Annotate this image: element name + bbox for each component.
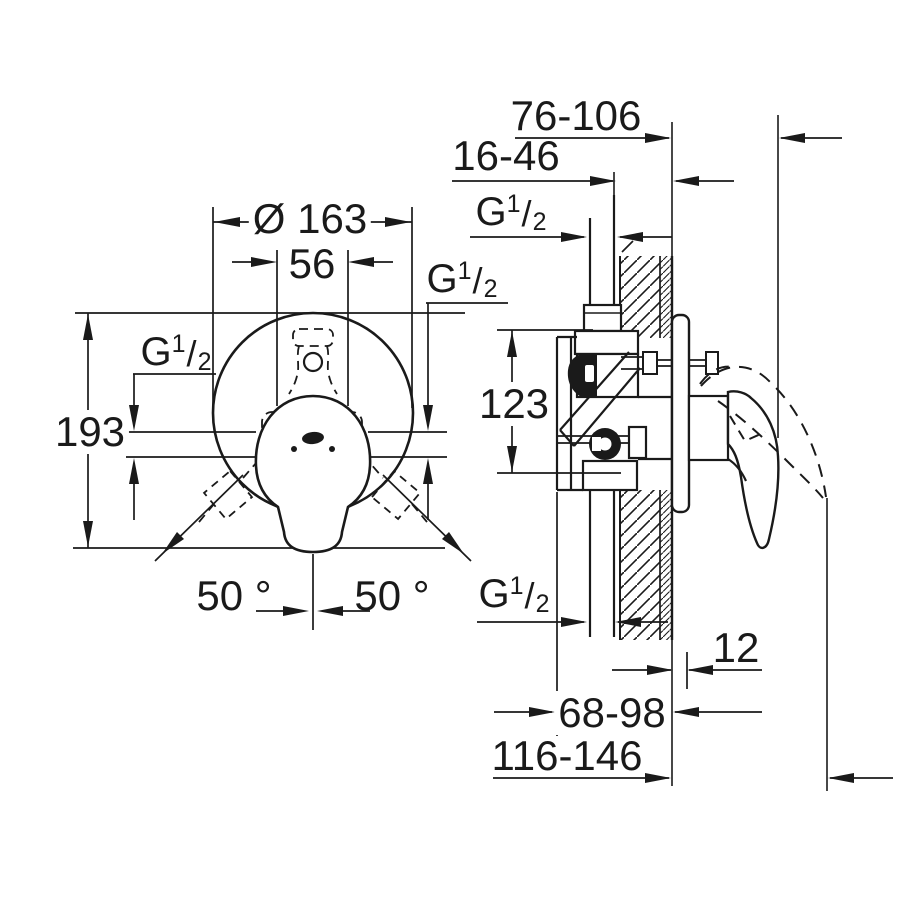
label-diameter: Ø 163 xyxy=(248,197,372,241)
label-angle-right: 50 ° xyxy=(354,572,430,619)
union-nut-section xyxy=(567,354,597,397)
fixing-screw-side xyxy=(621,351,719,375)
lever-handle-side xyxy=(726,390,780,550)
label-cartridge-width: 56 xyxy=(288,240,336,287)
valve-body xyxy=(555,303,689,492)
label-thread-left: G1/2 xyxy=(140,330,212,376)
side-view xyxy=(452,115,893,791)
angled-port-left xyxy=(202,469,254,521)
lever-handle-front xyxy=(254,394,372,554)
label-wall-plate-offset: 12 xyxy=(712,624,760,671)
dim-thread-bottom xyxy=(477,617,668,627)
label-lever-clearance: 116-146 xyxy=(491,732,643,779)
dim-overall-height xyxy=(73,312,465,549)
dim-lever-clearance xyxy=(493,773,893,783)
dim-thread-top xyxy=(470,232,672,242)
lever-swing-dashed xyxy=(699,365,827,499)
side-port-leaders xyxy=(126,302,508,520)
dim-supply-pipe-depth xyxy=(452,176,734,186)
fixing-screw-hole xyxy=(302,351,324,373)
label-overall-height: 193 xyxy=(50,410,130,454)
label-thread-right: G1/2 xyxy=(426,257,498,303)
label-open-lever-clearance: 76-106 xyxy=(510,92,642,139)
dim-swivel-angles xyxy=(154,474,472,630)
lever-cap-detail xyxy=(302,431,324,445)
label-thread-bottom: G1/2 xyxy=(478,572,550,618)
supply-pipe xyxy=(588,172,616,637)
dim-cartridge-width xyxy=(232,250,393,406)
check-valve xyxy=(589,428,621,460)
angled-port-right xyxy=(370,469,422,521)
label-installation-depth: 68-98 xyxy=(554,691,670,735)
front-view xyxy=(73,207,508,630)
lever-handle-side-base xyxy=(727,458,748,482)
label-thread-top: G1/2 xyxy=(475,190,547,236)
label-angle-left: 50 ° xyxy=(196,572,272,619)
cartridge-sleeve-side xyxy=(687,394,730,462)
dim-open-lever-clearance xyxy=(515,133,842,143)
label-port-center-distance: 123 xyxy=(474,382,554,426)
label-supply-pipe-depth: 16-46 xyxy=(452,132,560,179)
wall-hatching xyxy=(619,122,674,786)
lever-dot-left xyxy=(291,446,297,452)
dim-wall-plate-offset xyxy=(612,652,762,689)
trim-plate-side xyxy=(670,313,691,514)
lever-dot-right xyxy=(329,446,335,452)
